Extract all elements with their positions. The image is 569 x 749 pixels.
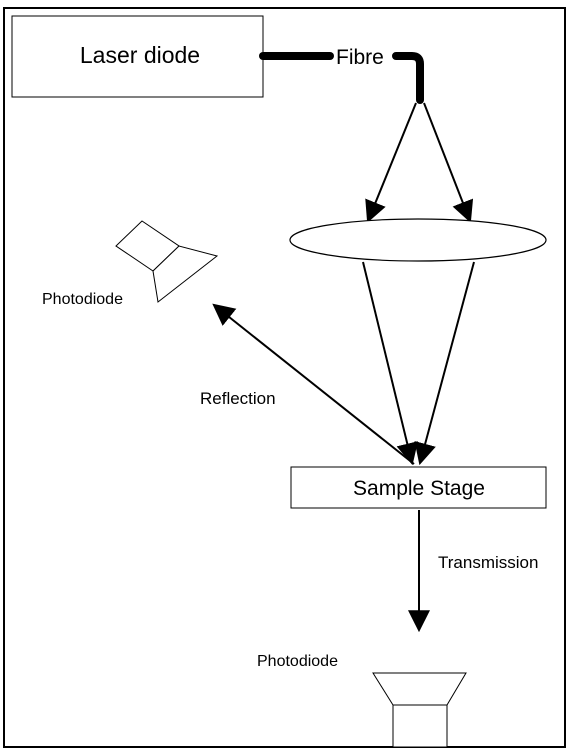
lens xyxy=(289,218,547,262)
beam-fibre-to-lens-left xyxy=(365,102,417,224)
sample-stage-label: Sample Stage xyxy=(353,477,485,500)
photodiode-bottom-label: Photodiode xyxy=(257,653,338,670)
reflection-label: Reflection xyxy=(200,389,276,408)
fibre-label: Fibre xyxy=(336,46,384,69)
photodiode-bottom-shape xyxy=(372,672,467,748)
beam-lens-to-sample-left xyxy=(362,261,418,466)
sample-stage-box: Sample Stage xyxy=(290,466,547,509)
laser-diode-label: Laser diode xyxy=(80,42,200,68)
photodiode-top-shape xyxy=(115,220,219,303)
beam-fibre-to-lens-right xyxy=(423,102,474,224)
laser-diode-box: Laser diode xyxy=(11,15,264,98)
diagram-border xyxy=(3,7,566,748)
transmission-label: Transmission xyxy=(438,553,538,572)
fibre-line xyxy=(259,52,424,104)
reflection-beam xyxy=(212,303,415,465)
photodiode-top-label: Photodiode xyxy=(42,291,123,308)
beam-lens-to-sample-right xyxy=(414,261,475,466)
